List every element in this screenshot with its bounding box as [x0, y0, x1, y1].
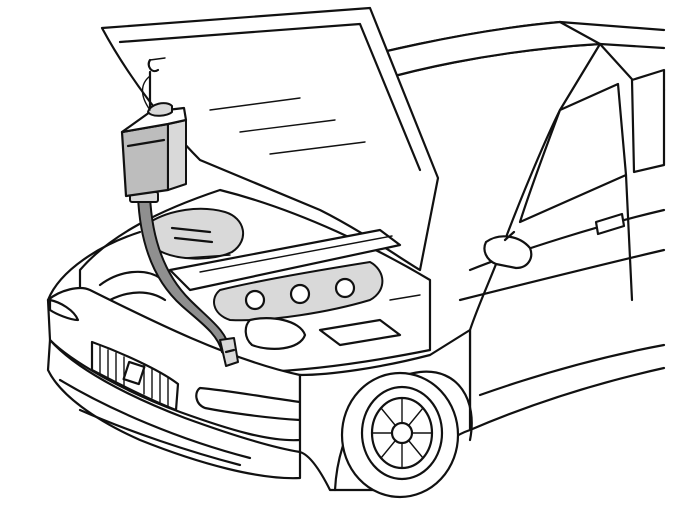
emblem	[122, 360, 146, 386]
reservoir-body	[120, 122, 170, 198]
door-handle	[594, 212, 626, 236]
highlighted-reservoir	[120, 75, 239, 367]
front-end	[46, 230, 432, 480]
left-headlight	[48, 298, 80, 322]
rear-side-window	[630, 68, 666, 174]
right-headlight	[195, 386, 302, 422]
side-mirror	[483, 230, 533, 270]
front-wheel-area	[298, 328, 473, 499]
reservoir-cable	[141, 75, 151, 111]
hub-cap	[390, 421, 414, 445]
reservoir-cap	[147, 102, 173, 117]
reservoir-side	[167, 119, 187, 191]
open-hood	[100, 6, 440, 272]
front-side-window	[518, 82, 628, 224]
